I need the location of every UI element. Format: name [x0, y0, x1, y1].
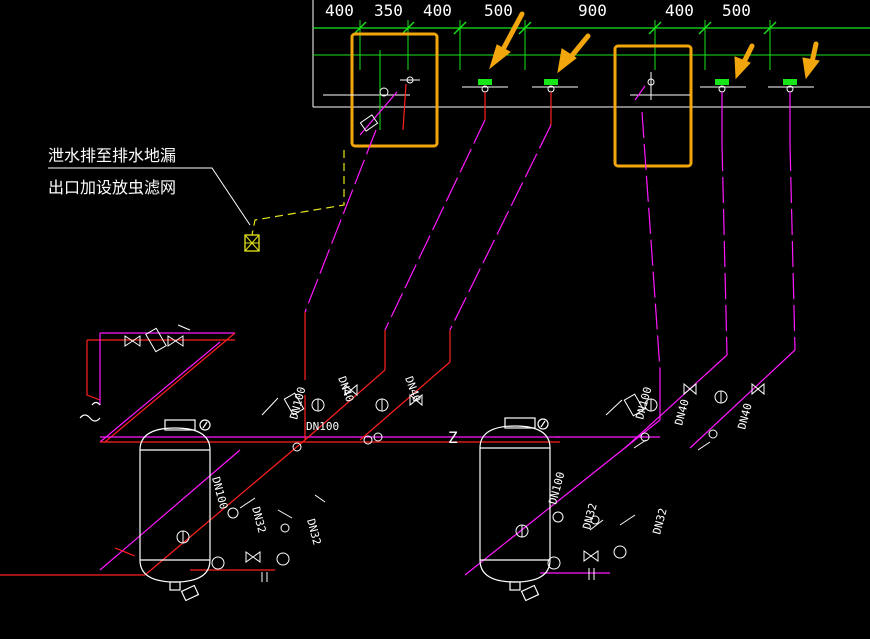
arrow-icon: [557, 33, 591, 74]
pipe-label: DN32: [249, 505, 268, 534]
sprinkler-heads: [462, 79, 814, 93]
branch-pipes: [304, 92, 796, 380]
tank-2-valves: [515, 382, 765, 580]
dimension-label: 500: [722, 1, 751, 20]
note-line-1: 泄水排至排水地漏: [48, 146, 176, 165]
arrow-icon: [802, 41, 820, 80]
floor-drain-icon: [244, 234, 260, 252]
highlight-box-left: [350, 32, 439, 148]
pipe-label: DN32: [304, 517, 323, 546]
sprinkler-head-icon: [532, 79, 578, 93]
arrow-markers: [489, 11, 820, 80]
pipe-label: DN40: [402, 375, 423, 404]
drain-line: [251, 150, 345, 236]
tank-1-valves: [176, 383, 423, 582]
pipe-label: DN40: [735, 402, 754, 431]
vent-fitting-right: [630, 72, 690, 101]
pipe-size-labels: DN100 DN40 DN40 DN100 DN100 DN32 DN32 DN…: [209, 375, 755, 547]
sprinkler-head-icon: [700, 79, 746, 93]
dimension-label: 350: [374, 1, 403, 20]
pressure-tank-2: [479, 417, 551, 602]
dimension-label: 500: [484, 1, 513, 20]
z-label: Z: [448, 428, 458, 447]
riser-top-left: [79, 324, 236, 443]
sprinkler-head-icon: [462, 79, 508, 93]
dimension-labels: 400 350 400 500 900 400 500: [325, 1, 751, 20]
top-dimension-frame: [312, 0, 870, 108]
highlight-box-right: [613, 44, 693, 168]
dimension-label: 400: [423, 1, 452, 20]
pipe-label: DN32: [650, 507, 669, 536]
pressure-tank-1: [139, 419, 211, 602]
pipe-label: DN100: [209, 475, 230, 510]
dimension-label: 400: [665, 1, 694, 20]
pipe-label: DN100: [306, 420, 339, 433]
main-headers: [0, 349, 796, 576]
dimension-label: 900: [578, 1, 607, 20]
drain-note: 泄水排至排水地漏 出口加设放虫滤网: [48, 146, 251, 226]
note-line-2: 出口加设放虫滤网: [48, 178, 176, 197]
vent-fitting-left: [323, 50, 420, 136]
sprinkler-head-icon: [768, 79, 814, 93]
arrow-icon: [489, 11, 525, 70]
arrow-icon: [734, 43, 755, 80]
dimension-label: 400: [325, 1, 354, 20]
pipe-label: DN40: [335, 375, 356, 404]
